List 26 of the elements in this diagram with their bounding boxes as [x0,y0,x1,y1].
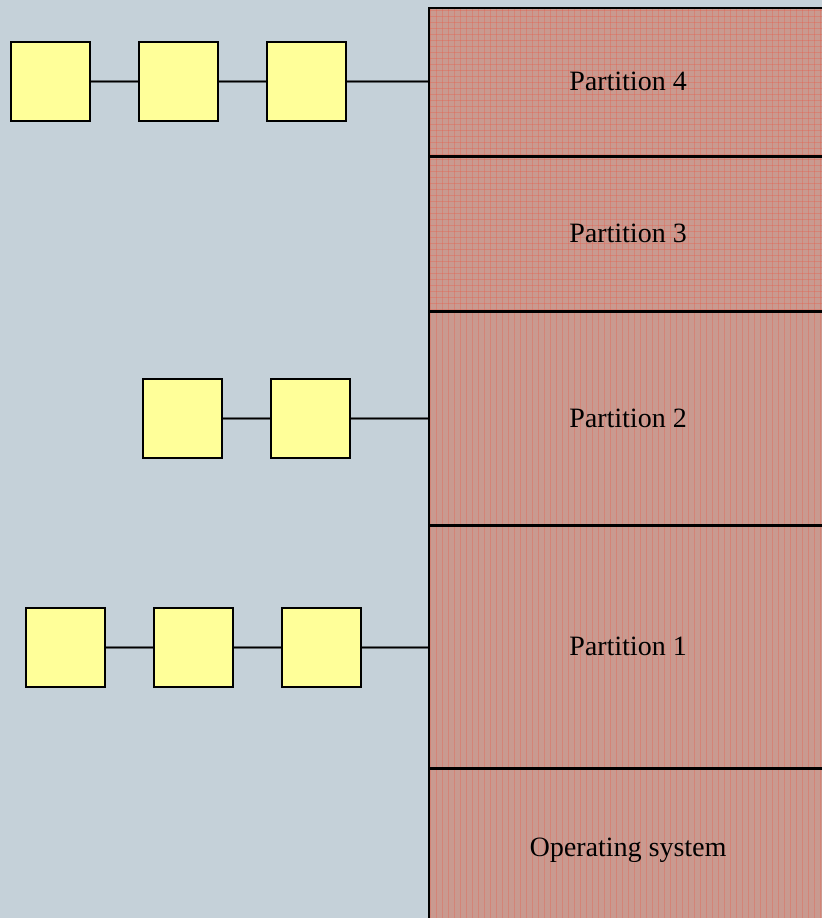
queue-box [142,378,223,459]
partition-label: Partition 2 [569,402,687,434]
memory-partition-block [428,525,822,769]
queue-box [281,607,362,688]
connector-line [347,80,428,82]
connector-line [351,418,428,420]
partition-label: Partition 3 [569,218,687,250]
queue-box [270,378,351,459]
queue-box [10,41,91,122]
queue-box [153,607,234,688]
memory-partition-block [428,156,822,312]
connector-line [106,646,153,648]
partition-label: Partition 4 [569,66,687,98]
queue-box [138,41,219,122]
memory-partition-block [428,7,822,157]
partition-label: Partition 1 [569,631,687,663]
connector-line [234,646,281,648]
connector-line [223,418,270,420]
queue-box [25,607,106,688]
connector-line [362,646,428,648]
connector-line [219,80,266,82]
memory-partition-block [428,311,822,526]
queue-box [266,41,347,122]
connector-line [91,80,138,82]
memory-partition-block [428,768,822,918]
partition-label: Operating system [530,832,726,864]
